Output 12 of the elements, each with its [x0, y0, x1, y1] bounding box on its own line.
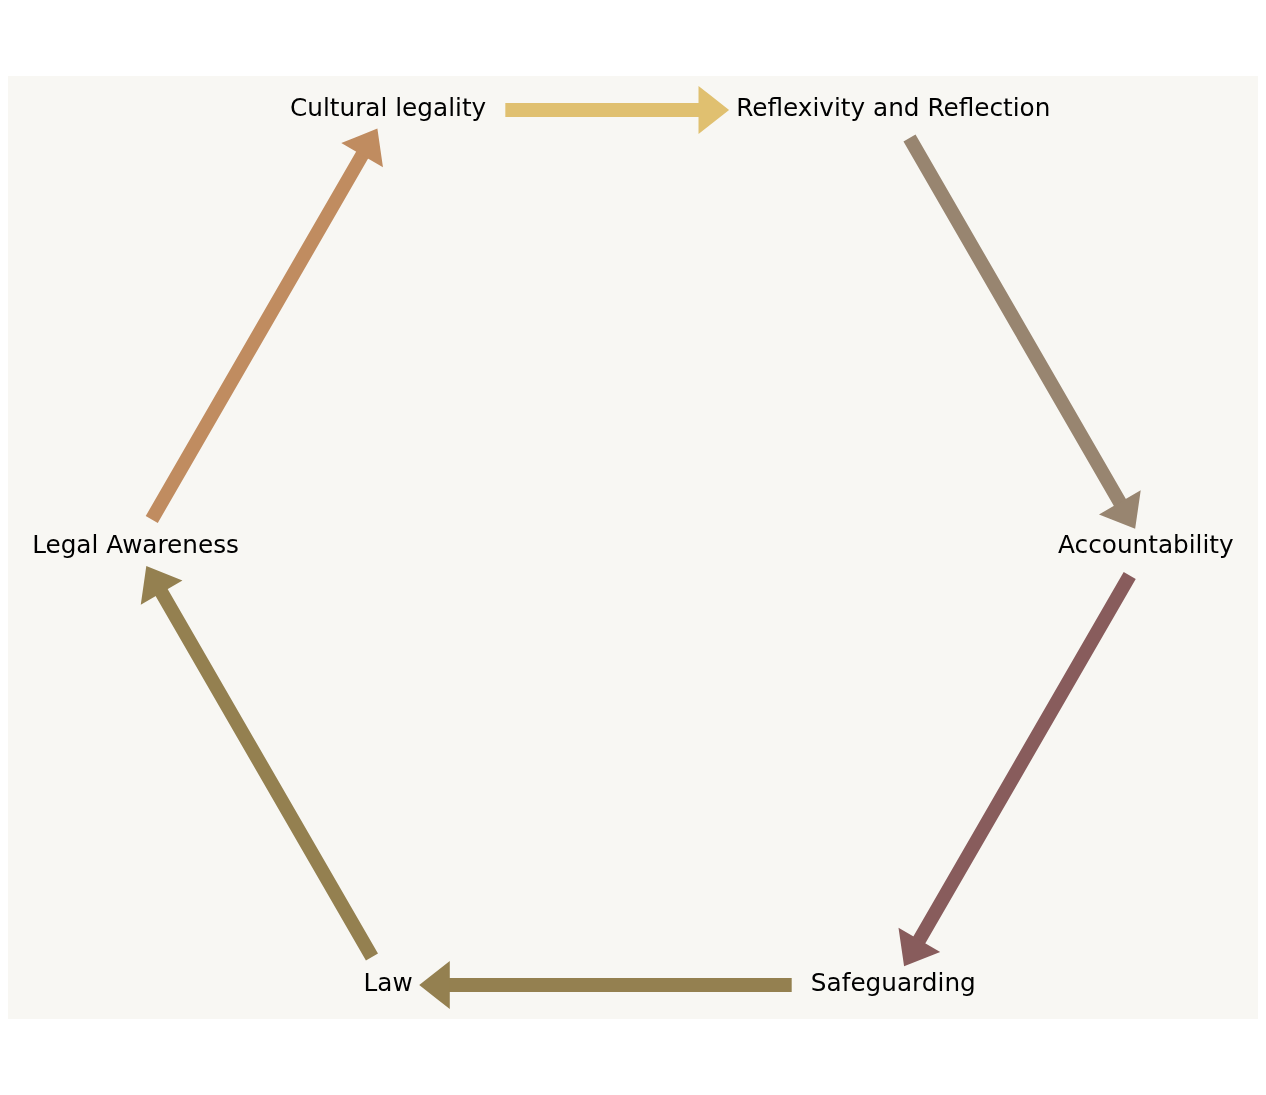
node-text: Reflexivity and Reflection: [736, 92, 1051, 122]
node-text: Legal Awareness: [32, 530, 239, 560]
arrow: [898, 572, 1136, 967]
arrow: [140, 566, 378, 961]
arrow: [145, 128, 383, 523]
node-text: Law: [363, 967, 413, 997]
arrow: [903, 134, 1141, 529]
node-text: Accountability: [1058, 530, 1234, 560]
node-text: Safeguarding: [810, 967, 976, 997]
arrow: [419, 960, 792, 1010]
node-text: Cultural legality: [290, 92, 487, 122]
arrow: [505, 85, 730, 135]
